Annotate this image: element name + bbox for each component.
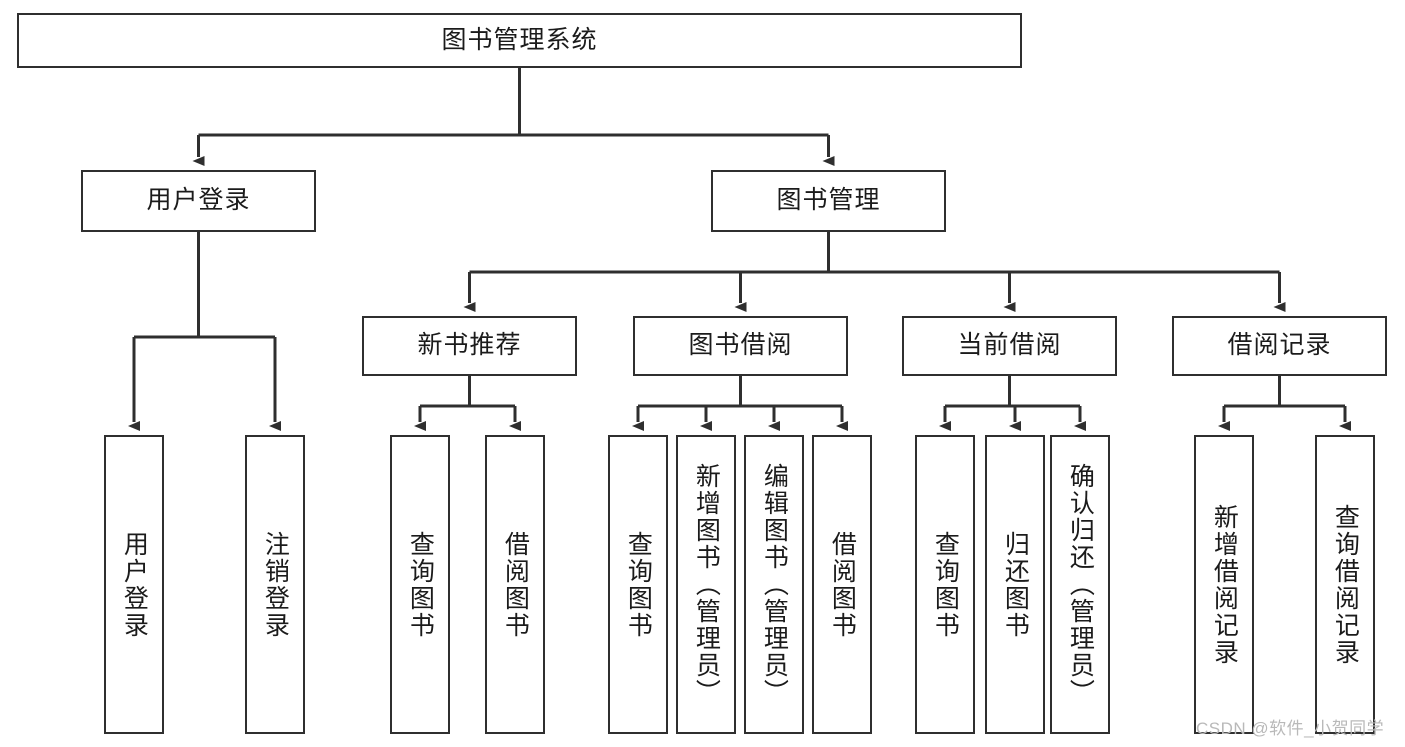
node-root[interactable]: 图书管理系统 (17, 13, 1022, 68)
node-label: 编辑图书（管理员） (760, 463, 789, 706)
node-label: 图书管理 (776, 186, 881, 215)
node-leaf-query-book-2[interactable]: 查询图书 (608, 435, 668, 734)
node-label: 借阅图书 (828, 530, 857, 639)
node-label: 借阅记录 (1227, 331, 1332, 360)
node-label: 借阅图书 (501, 530, 530, 639)
node-leaf-borrow-book-2[interactable]: 借阅图书 (812, 435, 872, 734)
node-leaf-add-borrow-record[interactable]: 新增借阅记录 (1194, 435, 1254, 734)
node-leaf-borrow-book-1[interactable]: 借阅图书 (485, 435, 545, 734)
node-user-login[interactable]: 用户登录 (81, 170, 316, 232)
node-label: 新书推荐 (417, 331, 522, 360)
node-label: 用户登录 (120, 530, 149, 639)
node-book-manage[interactable]: 图书管理 (711, 170, 946, 232)
node-label: 查询图书 (406, 530, 435, 639)
connector-lines (128, 68, 1351, 431)
node-leaf-query-borrow-record[interactable]: 查询借阅记录 (1315, 435, 1375, 734)
node-label: 查询图书 (624, 530, 653, 639)
node-leaf-logout-login[interactable]: 注销登录 (245, 435, 305, 734)
node-leaf-user-login[interactable]: 用户登录 (104, 435, 164, 734)
node-leaf-edit-book[interactable]: 编辑图书（管理员） (744, 435, 804, 734)
node-leaf-add-book[interactable]: 新增图书（管理员） (676, 435, 736, 734)
node-new-book-recommend[interactable]: 新书推荐 (362, 316, 577, 376)
node-current-borrow[interactable]: 当前借阅 (902, 316, 1117, 376)
node-label: 图书管理系统 (441, 25, 598, 54)
node-label: 新增借阅记录 (1210, 503, 1239, 666)
node-leaf-return-book[interactable]: 归还图书 (985, 435, 1045, 734)
node-label: 图书借阅 (688, 331, 793, 360)
node-leaf-query-book-3[interactable]: 查询图书 (915, 435, 975, 734)
node-label: 当前借阅 (957, 331, 1062, 360)
node-label: 查询借阅记录 (1331, 503, 1360, 666)
node-label: 用户登录 (146, 186, 251, 215)
node-label: 注销登录 (261, 530, 290, 639)
node-label: 新增图书（管理员） (692, 463, 721, 706)
node-leaf-confirm-return[interactable]: 确认归还（管理员） (1050, 435, 1110, 734)
node-label: 查询图书 (931, 530, 960, 639)
node-label: 归还图书 (1001, 530, 1030, 639)
node-leaf-query-book-1[interactable]: 查询图书 (390, 435, 450, 734)
node-borrow-record[interactable]: 借阅记录 (1172, 316, 1387, 376)
node-label: 确认归还（管理员） (1066, 463, 1095, 706)
node-book-borrow[interactable]: 图书借阅 (633, 316, 848, 376)
